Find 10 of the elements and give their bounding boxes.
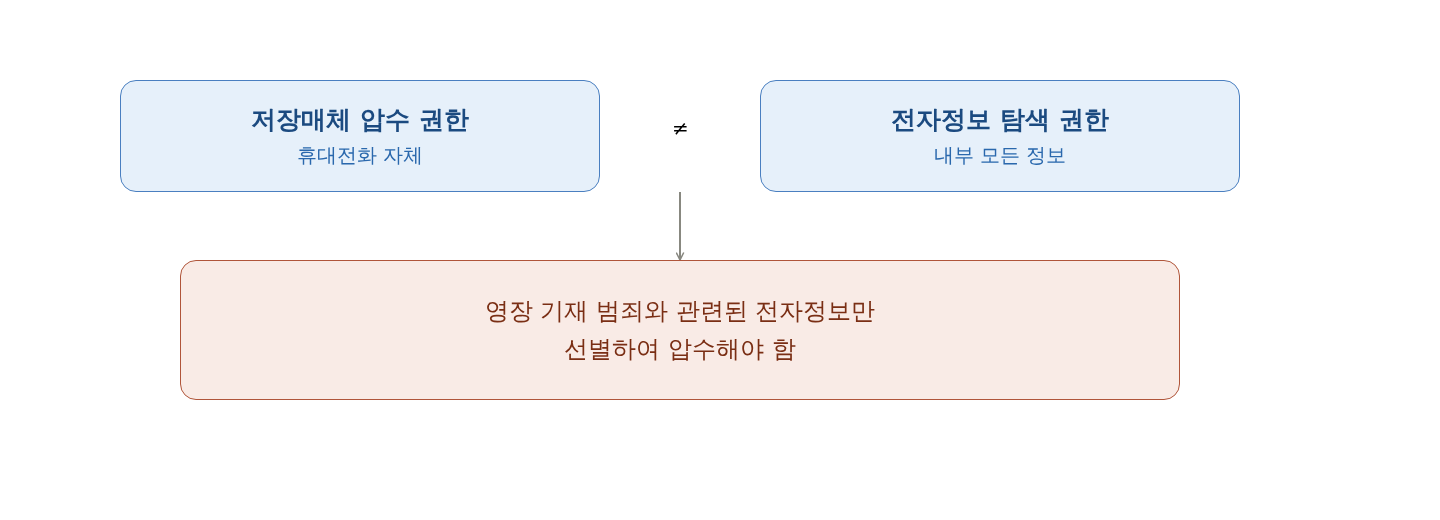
arrow <box>675 191 685 261</box>
box-title: 저장매체 압수 권한 <box>251 105 469 135</box>
not-equal-sign: ≠ <box>672 118 689 138</box>
box-subtitle: 휴대전화 자체 <box>296 143 424 167</box>
box-subtitle: 내부 모든 정보 <box>933 143 1067 167</box>
authority-box <box>760 80 1240 192</box>
box-title: 전자정보 탐색 권한 <box>891 105 1109 135</box>
authority-box <box>120 80 600 192</box>
result-box <box>180 260 1180 400</box>
result-text: 영장 기재 범죄와 관련된 전자정보만 선별하여 압수해야 함 <box>483 295 877 365</box>
